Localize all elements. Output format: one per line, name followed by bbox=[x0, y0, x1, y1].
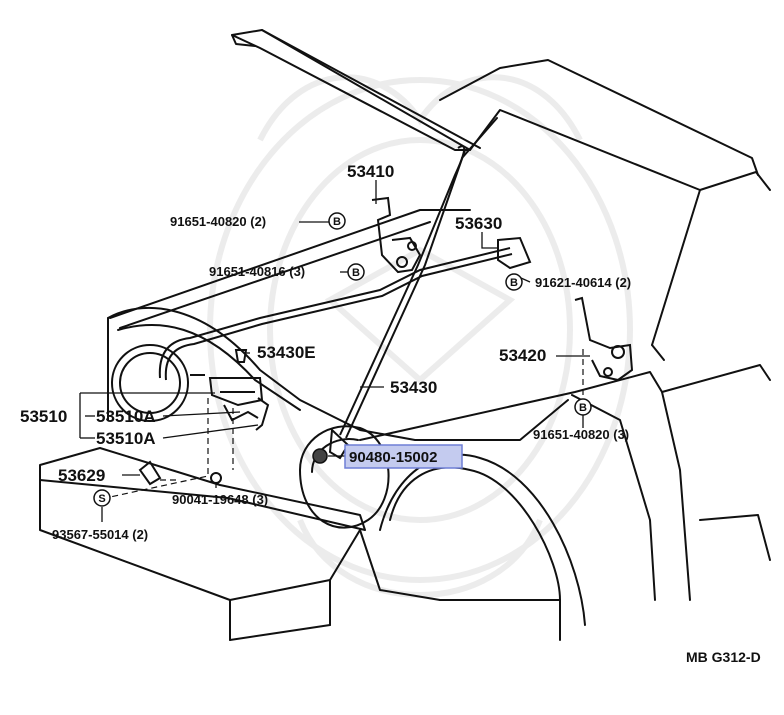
svg-text:B: B bbox=[352, 267, 360, 279]
label-53430[interactable]: 53430 bbox=[390, 378, 437, 397]
symbol-s-93567-55014-2: S bbox=[93, 489, 111, 507]
symbol-b-91651-40816-3: B bbox=[347, 263, 365, 281]
dashed-assembly-lines bbox=[109, 345, 584, 498]
svg-text:B: B bbox=[333, 216, 341, 228]
label-53630[interactable]: 53630 bbox=[455, 214, 502, 233]
label-53510A-top[interactable]: 53510A bbox=[96, 407, 156, 426]
label-53510A-bottom[interactable]: 53510A bbox=[96, 429, 156, 448]
label-91651-40820-2[interactable]: 91651-40820 (2) bbox=[170, 214, 266, 229]
symbol-b-91651-40820-2: B bbox=[328, 212, 346, 230]
label-90480-15002[interactable]: 90480-15002 bbox=[349, 449, 437, 466]
label-53430E[interactable]: 53430E bbox=[257, 343, 316, 362]
svg-text:B: B bbox=[510, 277, 518, 289]
hood-hinge-left bbox=[371, 196, 422, 274]
part-labels: 53410 53630 91651-40820 (2) 91651-40816 … bbox=[20, 162, 761, 665]
label-91651-40816-3[interactable]: 91651-40816 (3) bbox=[209, 264, 305, 279]
label-53410[interactable]: 53410 bbox=[347, 162, 394, 181]
symbol-b-91651-40820-3: B bbox=[574, 398, 592, 416]
label-53510[interactable]: 53510 bbox=[20, 407, 67, 426]
label-91651-40820-3[interactable]: 91651-40820 (3) bbox=[533, 427, 629, 442]
label-53629[interactable]: 53629 bbox=[58, 466, 105, 485]
vehicle-body bbox=[39, 29, 771, 641]
svg-text:B: B bbox=[579, 402, 587, 414]
hood-release-cable bbox=[158, 247, 513, 381]
diagram-code: MB G312-D bbox=[686, 649, 761, 665]
highlighted-part-box[interactable] bbox=[344, 444, 463, 469]
label-53420[interactable]: 53420 bbox=[499, 346, 546, 365]
fastener-symbols: B B B B S bbox=[93, 212, 592, 507]
symbol-b-91621-40614-2: B bbox=[505, 273, 523, 291]
hood-support-rod bbox=[328, 145, 466, 460]
grommet-icon bbox=[312, 448, 328, 464]
label-90041-19648-3[interactable]: 90041-19648 (3) bbox=[172, 492, 268, 507]
svg-text:S: S bbox=[98, 493, 105, 505]
label-93567-55014-2[interactable]: 93567-55014 (2) bbox=[52, 527, 148, 542]
watermark-logo bbox=[207, 74, 633, 598]
hood-hinge-right bbox=[497, 236, 634, 382]
label-91621-40614-2[interactable]: 91621-40614 (2) bbox=[535, 275, 631, 290]
